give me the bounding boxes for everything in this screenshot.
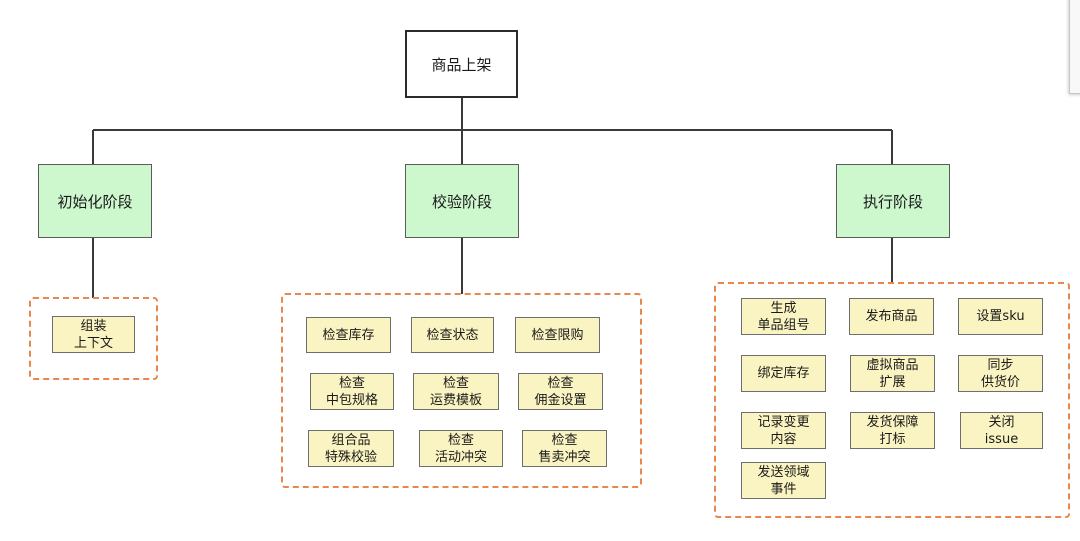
task-check-pack-spec[interactable]: 检查 中包规格 bbox=[310, 373, 394, 410]
task-check-stock[interactable]: 检查库存 bbox=[306, 317, 391, 353]
task-generate-group-id[interactable]: 生成 单品组号 bbox=[741, 298, 826, 335]
task-record-changes[interactable]: 记录变更 内容 bbox=[741, 412, 826, 449]
task-publish-item[interactable]: 发布商品 bbox=[849, 298, 934, 335]
task-close-issue[interactable]: 关闭 issue bbox=[960, 412, 1043, 449]
task-check-commission[interactable]: 检查 佣金设置 bbox=[518, 373, 603, 410]
task-bind-stock[interactable]: 绑定库存 bbox=[741, 355, 826, 392]
task-check-purchase-limit[interactable]: 检查限购 bbox=[515, 317, 600, 353]
task-set-sku[interactable]: 设置sku bbox=[958, 298, 1043, 335]
stage-init[interactable]: 初始化阶段 bbox=[38, 164, 152, 238]
task-check-sale-conflict[interactable]: 检查 售卖冲突 bbox=[522, 430, 607, 467]
task-check-status[interactable]: 检查状态 bbox=[411, 317, 494, 353]
task-bundle-validation[interactable]: 组合品 特殊校验 bbox=[308, 430, 394, 467]
stage-execute[interactable]: 执行阶段 bbox=[836, 164, 950, 238]
task-assemble-context[interactable]: 组装 上下文 bbox=[52, 316, 135, 353]
task-send-domain-event[interactable]: 发送领域 事件 bbox=[741, 462, 826, 499]
task-virtual-item-extend[interactable]: 虚拟商品 扩展 bbox=[850, 355, 935, 392]
side-panel-edge bbox=[1069, 0, 1080, 94]
validate-task-group bbox=[281, 293, 642, 488]
task-check-freight-template[interactable]: 检查 运费模板 bbox=[413, 373, 499, 410]
root-node[interactable]: 商品上架 bbox=[405, 30, 518, 98]
task-sync-supply-price[interactable]: 同步 供货价 bbox=[958, 355, 1043, 392]
init-task-group bbox=[29, 297, 158, 380]
exec-task-group bbox=[714, 282, 1070, 518]
task-shipping-guarantee-tag[interactable]: 发货保障 打标 bbox=[850, 412, 935, 449]
task-check-activity-conflict[interactable]: 检查 活动冲突 bbox=[419, 430, 503, 467]
stage-validate[interactable]: 校验阶段 bbox=[405, 164, 519, 238]
